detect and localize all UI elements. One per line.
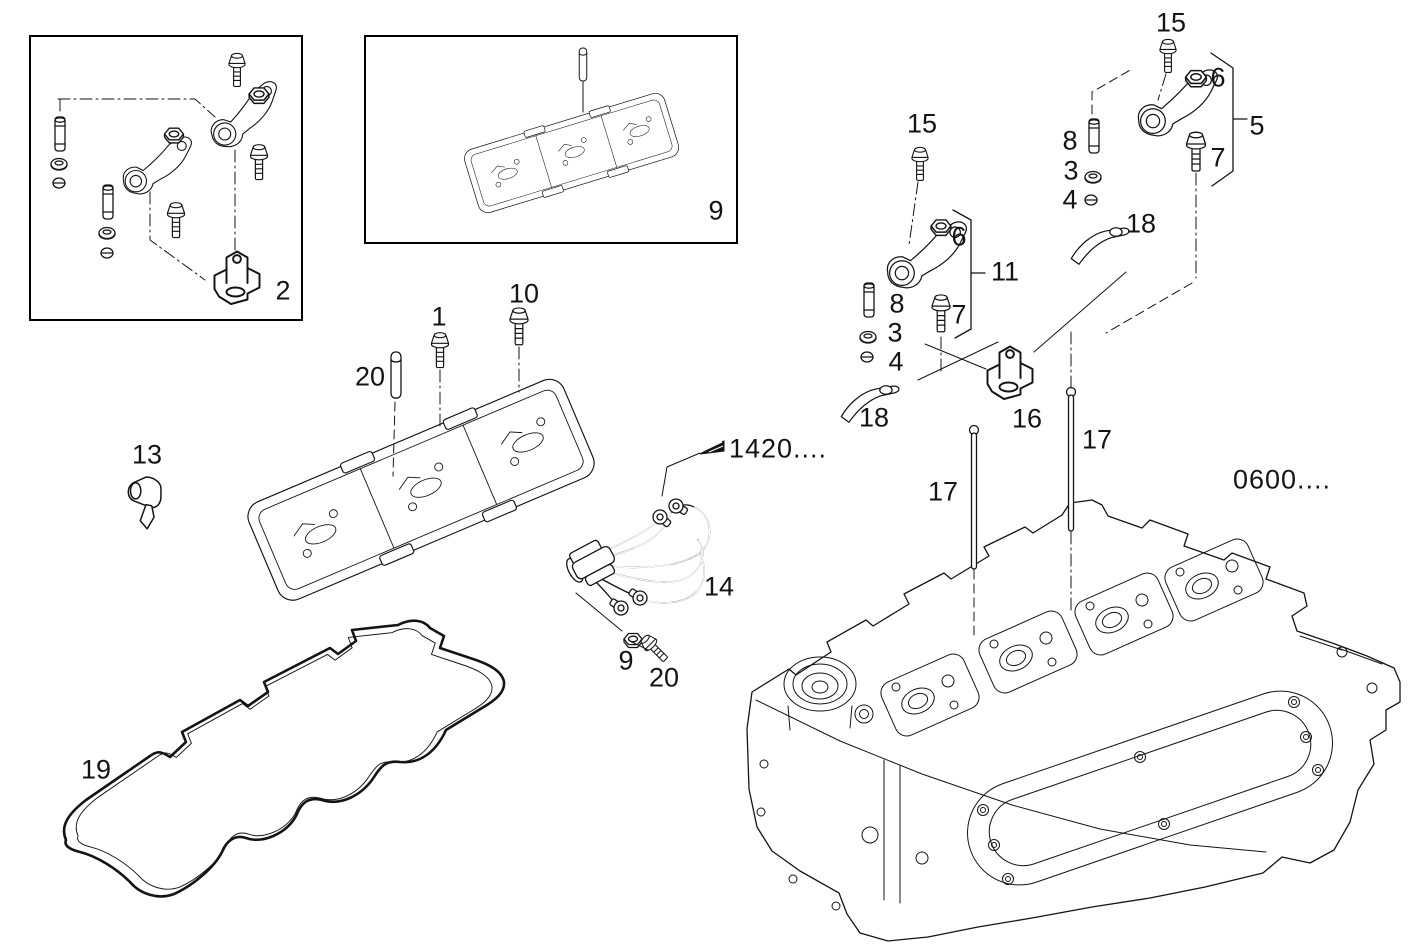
dowel-pin-20-icon	[390, 351, 402, 399]
rocker-group-5	[1070, 38, 1248, 265]
injector-wiring-harness	[566, 495, 711, 619]
bolt-20-icon	[637, 631, 672, 666]
bolt-10-icon	[509, 307, 529, 346]
bolt-1-icon	[430, 332, 450, 369]
rocker-group-11	[840, 146, 986, 423]
cylinder-head-drawing	[746, 499, 1401, 942]
leader-lines	[392, 68, 1197, 651]
harness-connector	[566, 539, 616, 587]
main-rocker-carrier	[241, 371, 601, 609]
detail-box-carrier	[364, 35, 738, 244]
pushrod-17-right-icon	[1065, 386, 1077, 532]
detail-box-rocker-assembly	[29, 35, 303, 321]
valve-cover-gasket	[62, 619, 506, 898]
section-arrow-icon	[699, 440, 725, 455]
clip-13-icon	[127, 476, 162, 530]
pushrod-17-left-icon	[968, 424, 980, 570]
valve-bridge-16-icon	[986, 345, 1034, 400]
